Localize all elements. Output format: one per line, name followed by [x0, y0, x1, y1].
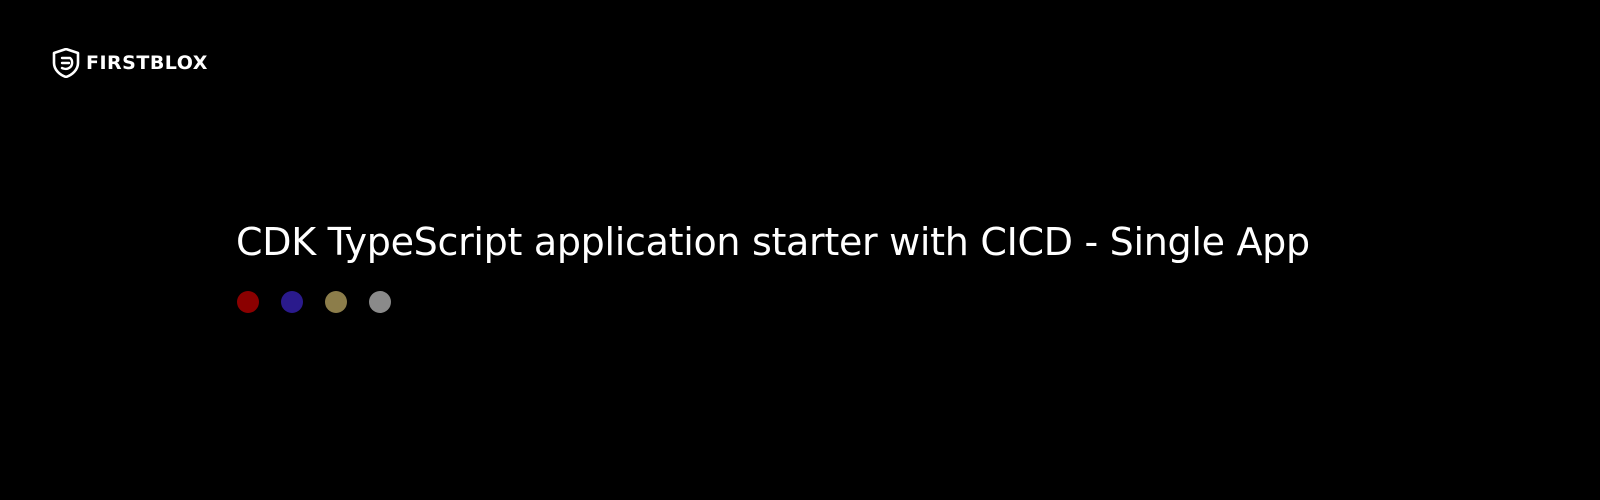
brand-name: FIRSTBLOX — [86, 52, 208, 74]
dot-row — [237, 291, 391, 313]
page-title: CDK TypeScript application starter with … — [236, 220, 1310, 264]
dot-red — [237, 291, 259, 313]
brand-logo: FIRSTBLOX — [52, 47, 208, 79]
dot-gray — [369, 291, 391, 313]
shield-icon — [52, 47, 80, 79]
dot-olive — [325, 291, 347, 313]
dot-blue — [281, 291, 303, 313]
